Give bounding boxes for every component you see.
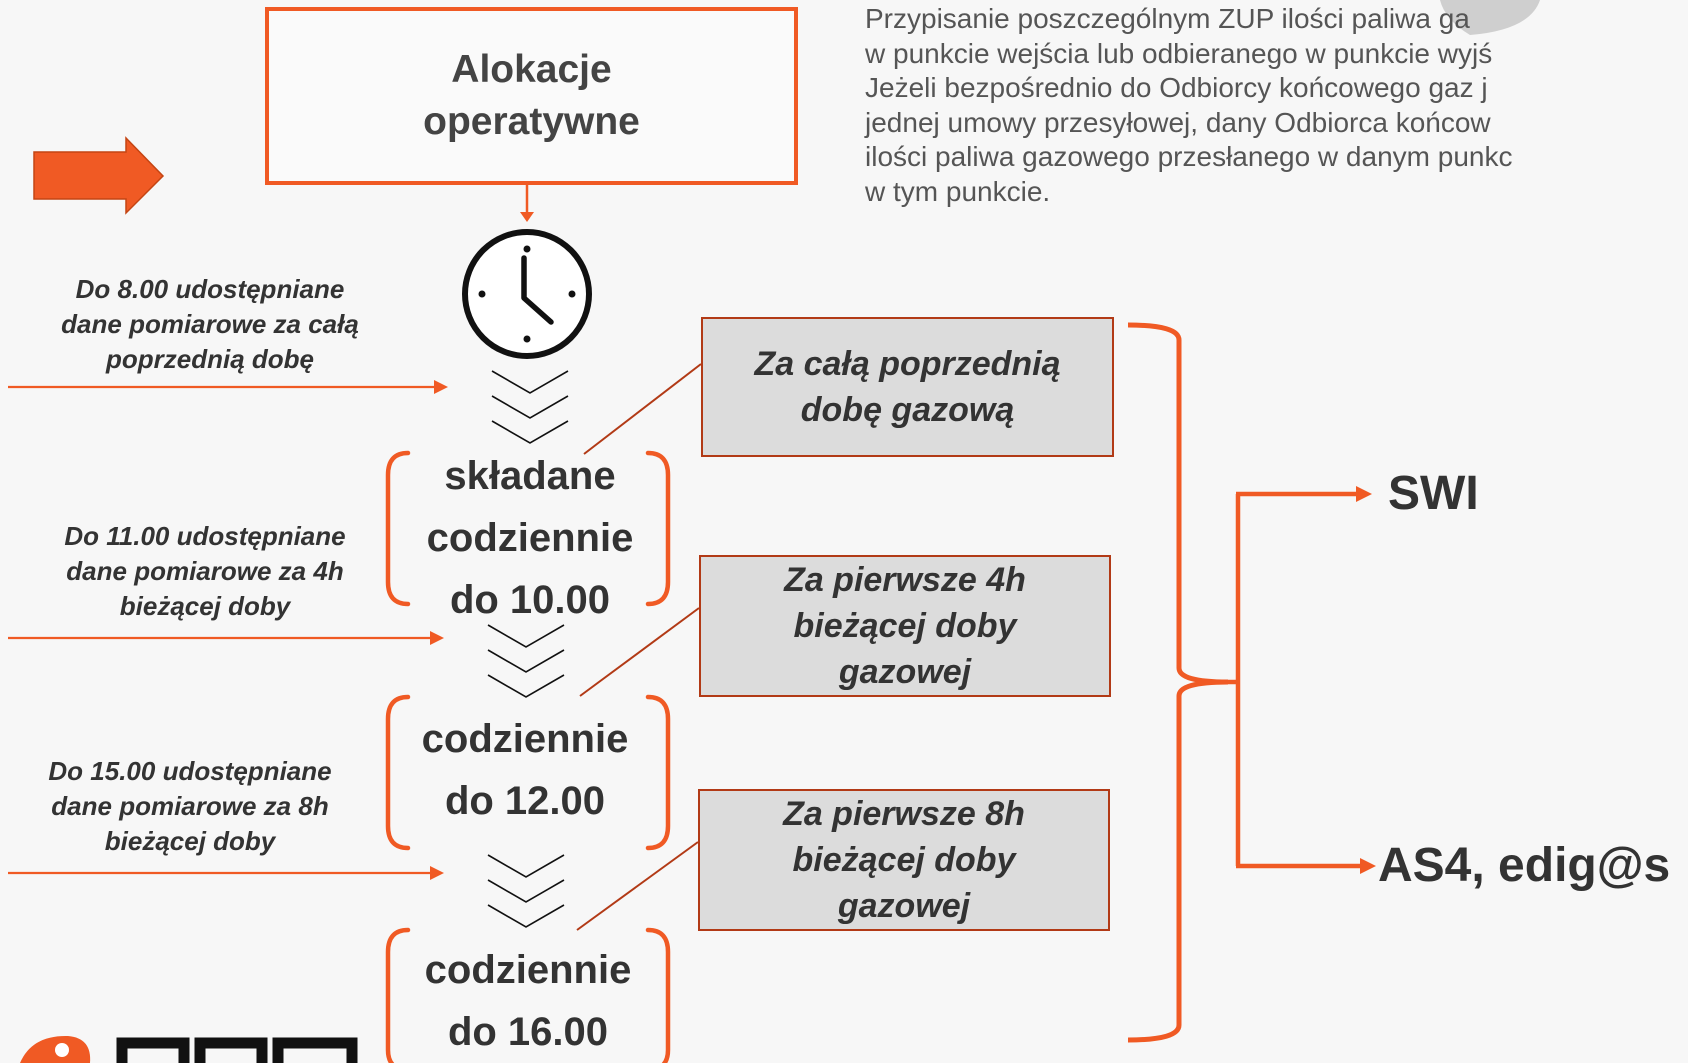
range-line: bieżącej doby: [793, 607, 1017, 645]
logo: [20, 1035, 358, 1063]
right-brace: [1127, 322, 1229, 1043]
step-line: do 10.00: [449, 578, 611, 622]
range-box-1: Za całą poprzednią dobę gazową: [701, 317, 1114, 457]
range-line: Za pierwsze 4h: [784, 561, 1026, 599]
range-line: dobę gazową: [800, 391, 1015, 429]
range-connectors: [576, 363, 702, 931]
decorative-swoosh: [1440, 0, 1540, 35]
title-line-2: operatywne: [423, 100, 640, 143]
range-box-2: Za pierwsze 4h bieżącej doby gazowej: [699, 555, 1111, 697]
note-line: Do 8.00 udostępniane: [75, 274, 345, 304]
note-line: bieżącej doby: [119, 591, 291, 621]
description-text: Przypisanie poszczególnym ZUP ilości pal…: [865, 2, 1688, 209]
description-line: ilości paliwa gazowego przesłanego w dan…: [865, 141, 1513, 172]
right-arrow-icon: [33, 136, 165, 215]
title-box: Alokacje operatywne: [265, 7, 798, 185]
note-line: Do 15.00 udostępniane: [48, 756, 332, 786]
step-3: codziennie do 16.00: [398, 939, 658, 1063]
note-line: dane pomiarowe za całą: [61, 309, 359, 339]
note-3: Do 15.00 udostępniane dane pomiarowe za …: [0, 754, 380, 859]
note-1: Do 8.00 udostępniane dane pomiarowe za c…: [10, 272, 410, 377]
range-line: gazowej: [837, 887, 971, 925]
target-branches: [1228, 486, 1376, 874]
note-line: bieżącej doby: [104, 826, 276, 856]
step-line: do 16.00: [447, 1010, 609, 1054]
note-line: dane pomiarowe za 4h: [66, 556, 344, 586]
target-as4: AS4, edig@s: [1378, 839, 1671, 892]
description-line: w tym punkcie.: [865, 175, 1051, 207]
range-box-3: Za pierwsze 8h bieżącej doby gazowej: [698, 789, 1110, 931]
note-line: poprzednią dobę: [106, 344, 314, 374]
note-line: dane pomiarowe za 8h: [51, 791, 329, 821]
step-brackets: [385, 450, 671, 1063]
chevrons-1: [491, 370, 569, 444]
target-swi: SWI: [1388, 467, 1479, 520]
step-line: codziennie: [421, 717, 629, 761]
step-line: codziennie: [426, 516, 634, 560]
step-line: do 12.00: [444, 779, 606, 823]
range-line: Za pierwsze 8h: [783, 795, 1025, 833]
step-1: składane codziennie do 10.00: [400, 445, 660, 631]
title-connector-head: [520, 212, 534, 222]
range-line: bieżącej doby: [792, 841, 1016, 879]
chevrons-2: [487, 624, 565, 698]
chevrons-3: [487, 854, 565, 928]
range-line: gazowej: [838, 653, 972, 691]
description-line: jednej umowy przesyłowej, dany Odbiorca …: [865, 106, 1491, 138]
note-2: Do 11.00 udostępniane dane pomiarowe za …: [15, 519, 395, 624]
step-line: codziennie: [424, 948, 632, 992]
title-line-1: Alokacje: [451, 48, 612, 91]
clock-icon: [462, 229, 592, 359]
note-line: Do 11.00 udostępniane: [64, 521, 346, 551]
range-line: Za całą poprzednią: [754, 345, 1061, 383]
description-line: Przypisanie poszczególnym ZUP ilości pal…: [865, 3, 1470, 34]
step-line: składane: [444, 454, 616, 498]
description-line: Jeżeli bezpośrednio do Odbiorcy końcoweg…: [865, 72, 1488, 103]
description-line: w punkcie wejścia lub odbieranego w punk…: [865, 37, 1493, 69]
note-arrows: [8, 380, 448, 880]
step-2: codziennie do 12.00: [395, 708, 655, 832]
